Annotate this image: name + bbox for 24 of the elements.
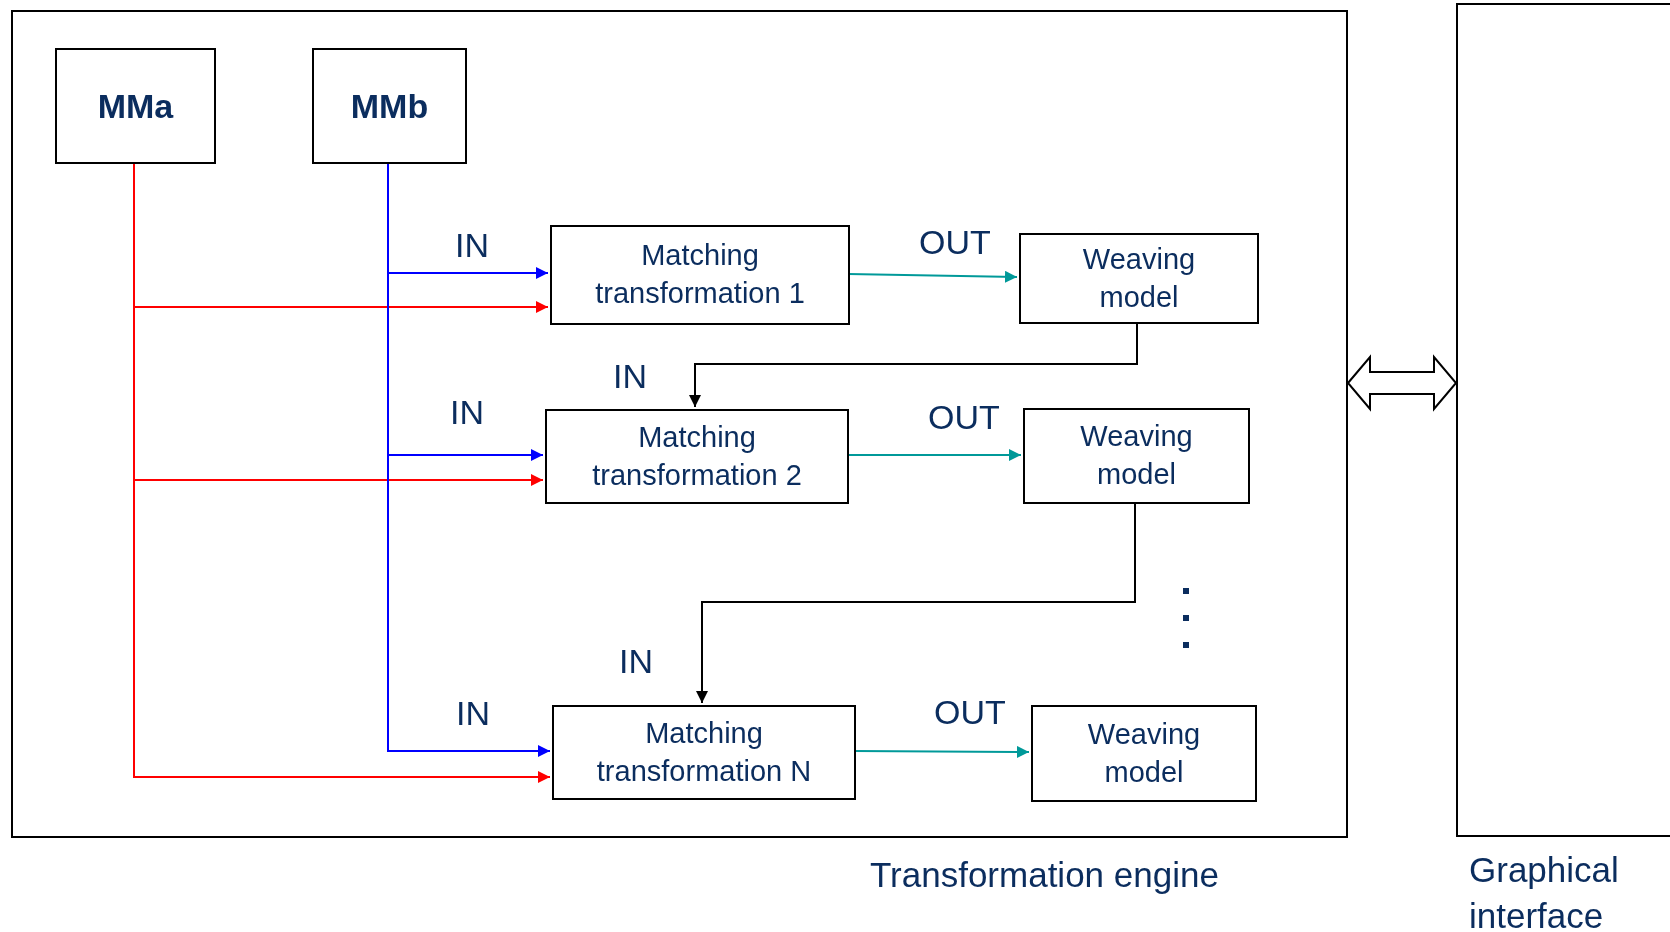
process-box xyxy=(1023,408,1250,504)
process-box xyxy=(1031,705,1257,802)
process-box xyxy=(550,225,850,325)
process-box xyxy=(1019,233,1259,324)
arrow xyxy=(846,449,1022,461)
process-box xyxy=(545,409,849,504)
process-box xyxy=(55,48,216,164)
box-label: MMa xyxy=(96,85,175,127)
box-label: Weaving model xyxy=(1079,419,1194,492)
box-label: MMb xyxy=(349,85,430,127)
box-label: Matching transformation 1 xyxy=(594,238,806,311)
process-box xyxy=(312,48,467,164)
double-block-arrow xyxy=(1346,354,1458,412)
arrow xyxy=(689,321,1138,408)
box-label: Weaving model xyxy=(1086,716,1202,790)
arrow xyxy=(853,745,1030,758)
box-label: Matching transformation N xyxy=(595,715,813,789)
arrow xyxy=(847,270,1018,283)
box-label: Matching transformation 2 xyxy=(591,419,803,493)
container-heading: Graphical interface xyxy=(1469,849,1620,932)
box-label: Weaving model xyxy=(1081,241,1197,315)
arrow xyxy=(696,501,1136,704)
container-heading: Transformation engine xyxy=(870,854,1220,896)
process-box xyxy=(552,705,856,800)
